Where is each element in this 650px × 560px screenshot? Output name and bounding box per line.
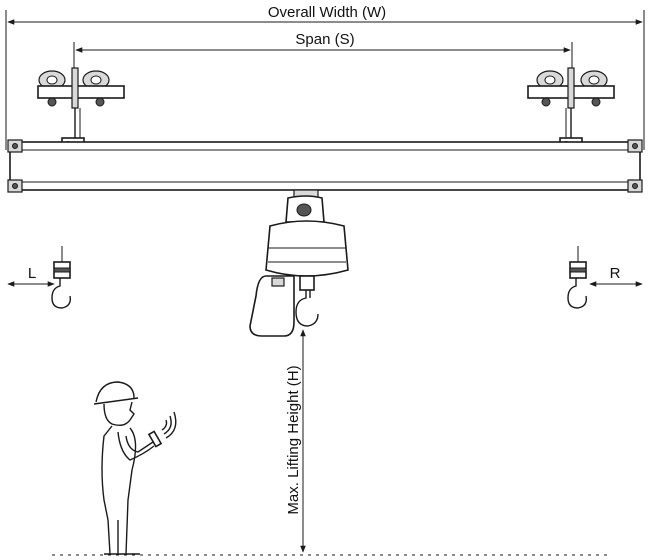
lifting-height-dimension: Max. Lifting Height (H) [285, 329, 306, 553]
left-approach-dimension: L [7, 265, 55, 287]
electric-chain-hoist-icon [249, 189, 349, 337]
max-lifting-height-label: Max. Lifting Height (H) [285, 365, 302, 514]
right-approach-label: R [610, 265, 621, 282]
left-approach-label: L [28, 265, 36, 282]
span-label: Span (S) [295, 31, 354, 48]
crane-hook-icon [51, 246, 72, 309]
overall-width-dimension: Overall Width (W) [5, 4, 645, 150]
wireless-signal-icon [161, 411, 177, 439]
span-dimension: Span (S) [73, 31, 573, 70]
right-approach-dimension: R [589, 265, 643, 287]
operator-with-remote-icon [93, 381, 163, 555]
overall-width-label: Overall Width (W) [268, 4, 386, 21]
main-girder [7, 139, 643, 193]
crane-hook-icon [567, 246, 588, 309]
